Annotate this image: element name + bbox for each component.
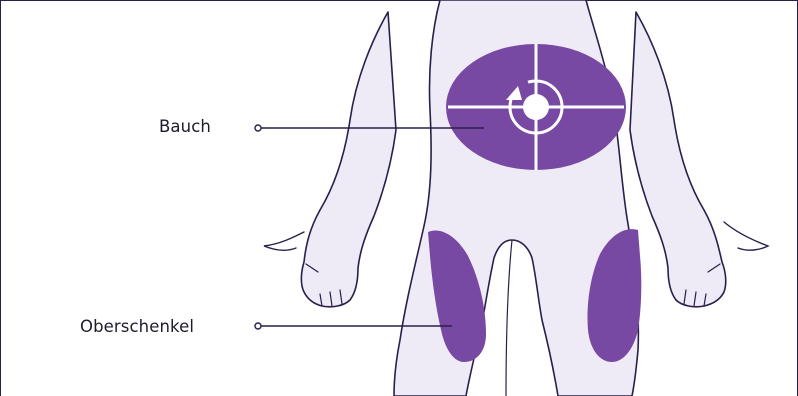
abdomen-zone: [446, 44, 626, 170]
left-arm: [301, 12, 396, 307]
thigh-label: Oberschenkel: [80, 317, 194, 336]
right-arm: [630, 12, 726, 307]
inner-leg-line: [506, 240, 512, 396]
abdomen-label: Bauch: [159, 117, 211, 136]
